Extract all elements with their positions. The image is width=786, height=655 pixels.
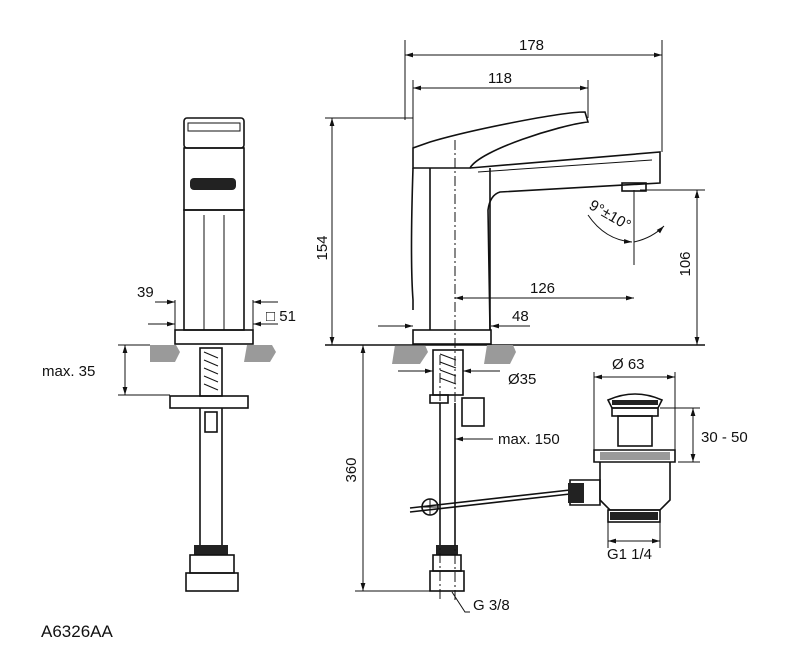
dim-overall-length: 178 [519, 37, 544, 54]
dim-hose-length: 360 [343, 457, 360, 482]
waste-valve [568, 393, 676, 523]
model-code: A6326AA [41, 622, 113, 641]
dim-lever-length: 118 [488, 70, 512, 87]
dim-waste-range: 30 - 50 [701, 429, 748, 446]
dim-spout-offset: 48 [512, 308, 529, 325]
dim-base-width: 39 [137, 284, 154, 301]
dim-waste-thread: G1 1/4 [607, 546, 652, 563]
dim-max-distance: max. 150 [498, 431, 560, 448]
dim-spout-reach: 126 [530, 280, 555, 297]
dim-angle: 9°±10° [586, 197, 634, 234]
dim-waste-diameter: Ø 63 [612, 356, 645, 373]
dim-base-square: □ 51 [266, 308, 296, 325]
dim-max-deck: max. 35 [42, 363, 95, 380]
dim-spout-height: 106 [677, 251, 694, 276]
dim-hole-diameter: Ø35 [508, 371, 536, 388]
dim-height: 154 [314, 235, 331, 260]
dim-hose-thread: G 3/8 [473, 597, 510, 614]
front-view [150, 117, 276, 592]
